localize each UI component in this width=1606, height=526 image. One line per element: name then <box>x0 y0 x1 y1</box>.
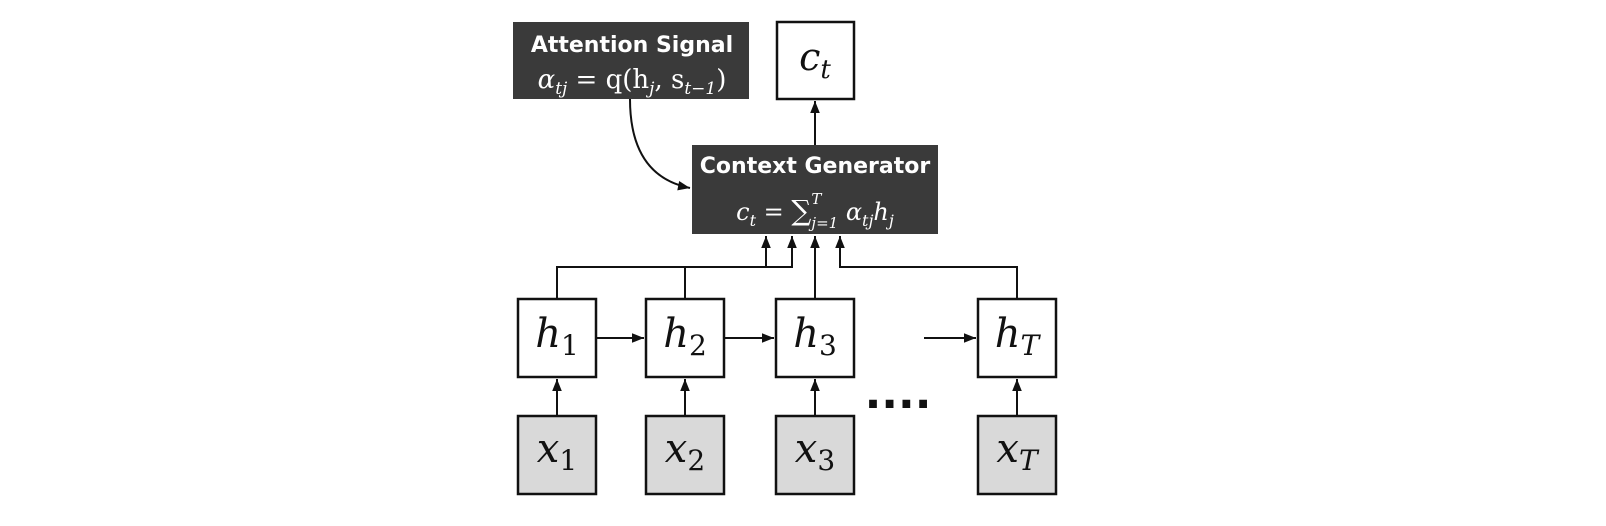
attention-signal-box: Attention Signal αtj = q(hj, st−1) <box>513 22 749 99</box>
attention-to-generator-arrow <box>629 98 691 191</box>
hidden-state-hT: hT <box>976 297 1058 379</box>
input-border <box>516 414 598 496</box>
hidden-state-border <box>774 297 856 379</box>
hidden-state-label: h1 <box>535 311 579 362</box>
hidden-state-h1: h1 <box>516 297 598 379</box>
input-label: x3 <box>795 426 835 477</box>
hidden-state-h2: h2 <box>644 297 726 379</box>
hidden-state-h3: h3 <box>774 297 856 379</box>
context-output-label: ct <box>799 35 831 85</box>
hidden-state-border <box>976 297 1058 379</box>
h2-to-generator-connector <box>684 236 797 299</box>
hidden-state-label: h3 <box>793 311 837 362</box>
input-x2: x2 <box>644 414 726 496</box>
context-generator-bg <box>692 145 938 234</box>
attention-signal-formula: αtj = q(hj, st−1) <box>538 65 727 99</box>
input-border <box>644 414 726 496</box>
input-x1: x1 <box>516 414 598 496</box>
context-output-border <box>775 20 856 101</box>
input-border <box>774 414 856 496</box>
input-label: x1 <box>537 426 577 477</box>
input-xT: xT <box>976 414 1058 496</box>
context-generator-title: Context Generator <box>700 154 931 179</box>
hT-to-generator-connector <box>835 236 1018 299</box>
hidden-state-label: hT <box>995 311 1042 362</box>
input-x3: x3 <box>774 414 856 496</box>
input-label: x2 <box>665 426 705 477</box>
attention-signal-title: Attention Signal <box>531 33 733 58</box>
input-label: xT <box>996 426 1040 477</box>
hidden-state-label: h2 <box>663 311 707 362</box>
attention-signal-bg <box>513 22 749 99</box>
context-output-box: ct <box>775 20 856 101</box>
h1-to-generator-connector <box>556 236 771 299</box>
sequence-ellipsis: .... <box>865 368 932 419</box>
hidden-state-border <box>516 297 598 379</box>
